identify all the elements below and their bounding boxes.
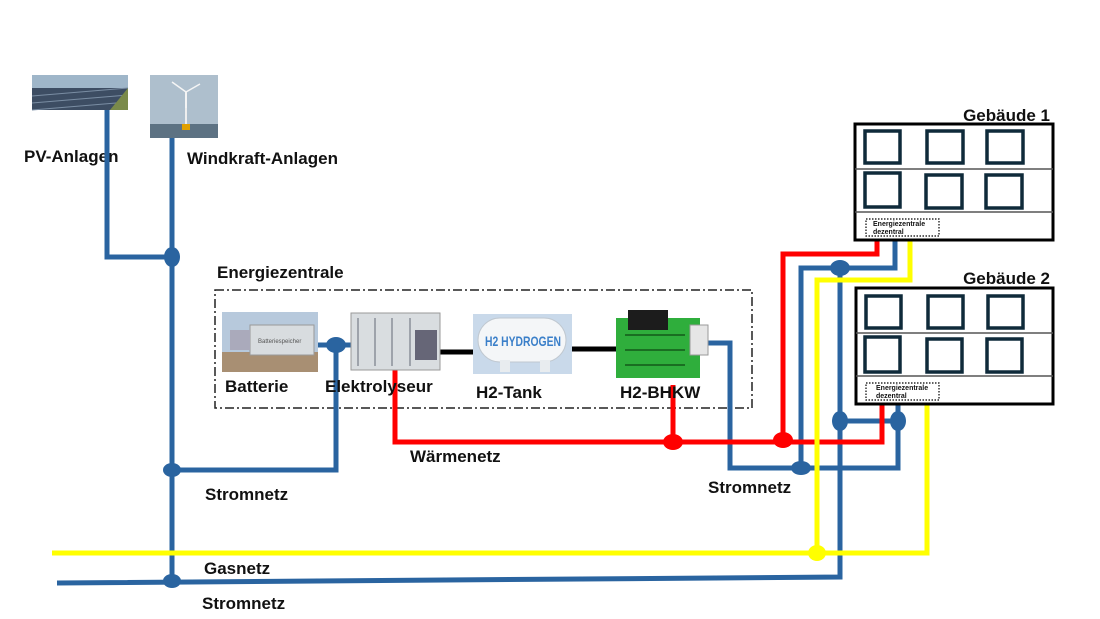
battery-image-text: Batteriespeicher: [258, 339, 301, 345]
heat-network-line: [392, 370, 885, 445]
gas-node: [808, 545, 826, 561]
central-power-label: Stromnetz: [205, 485, 288, 504]
gas-network-line: [52, 404, 930, 556]
main-power-line: [56, 268, 843, 586]
central-boundary: [214, 289, 753, 409]
h2-tank-image: [473, 314, 572, 374]
building-1-central-line1: Energiezentrale: [873, 221, 925, 228]
electrolyzer-label: Elektrolyseur: [325, 377, 433, 396]
h2-tank-image-text: H2 HYDROGEN: [485, 333, 561, 349]
wind-turbine-image: [150, 75, 218, 138]
bhkw-power-line: [706, 340, 901, 471]
building-power-label: Stromnetz: [708, 478, 791, 497]
central-power-line: [172, 345, 339, 473]
building-2-central-line2: dezentral: [876, 393, 907, 400]
building-2: Gebäude 2 Energiezentrale dezentral: [854, 269, 1055, 406]
h2-tank-label: H2-Tank: [476, 383, 542, 402]
building-2-central-line1: Energiezentrale: [876, 385, 928, 392]
heat-nodes: [663, 432, 793, 450]
building-1: Gebäude 1 Energiezentrale dezentral: [853, 106, 1055, 242]
heat-network-label: Wärmenetz: [410, 447, 501, 466]
building-1-central-line2: dezentral: [873, 229, 904, 236]
building-2-title: Gebäude 2: [963, 269, 1050, 288]
central-title: Energiezentrale: [217, 263, 344, 282]
building1-heat-line: [780, 240, 880, 442]
gas-network-label: Gasnetz: [204, 559, 270, 578]
battery-label: Batterie: [225, 377, 288, 396]
bhkw-image: [616, 310, 709, 378]
building-1-title: Gebäude 1: [963, 106, 1050, 125]
pv-power-line: [104, 110, 172, 260]
electrolyzer-image: [350, 312, 441, 371]
main-power-label: Stromnetz: [202, 594, 285, 613]
pv-label: PV-Anlagen: [24, 147, 118, 166]
building1-gas-line: [814, 240, 913, 553]
bhkw-label: H2-BHKW: [620, 383, 701, 402]
battery-image: Batteriespeicher: [222, 312, 318, 372]
pv-image: [31, 75, 129, 111]
wind-label: Windkraft-Anlagen: [187, 149, 338, 168]
power-nodes: [163, 247, 906, 588]
